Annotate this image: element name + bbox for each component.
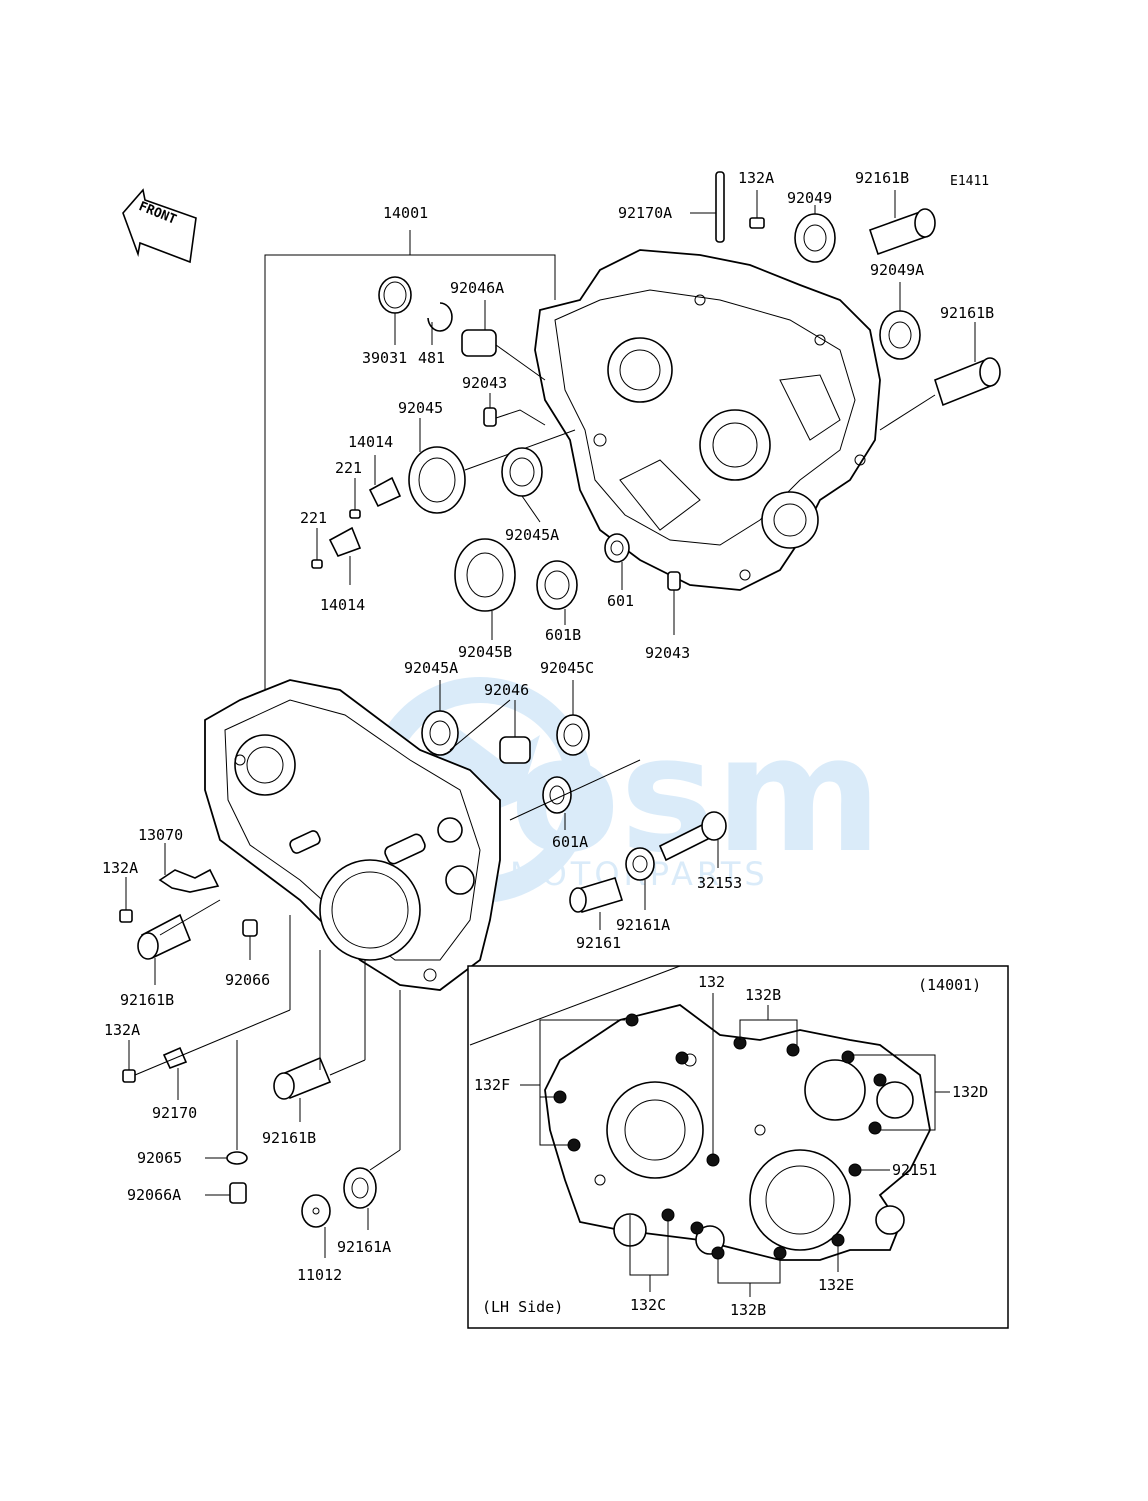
part-32153[interactable]	[658, 811, 727, 868]
part-92045A-a[interactable]	[501, 447, 543, 523]
part-92045B[interactable]	[454, 538, 516, 640]
part-92065[interactable]	[205, 1040, 248, 1165]
label-132C: 132C	[630, 1296, 666, 1314]
part-39031[interactable]	[378, 276, 412, 345]
part-92046[interactable]	[499, 700, 531, 764]
part-92161A-a[interactable]	[625, 847, 655, 910]
label-601: 601	[607, 592, 634, 610]
part-14014-a[interactable]	[368, 455, 402, 508]
label-92045C: 92045C	[540, 659, 594, 677]
label-92161: 92161	[576, 934, 621, 952]
label-92045B: 92045B	[458, 643, 512, 661]
part-132A-left[interactable]	[119, 877, 133, 923]
inset-side: (LH Side)	[482, 1298, 563, 1316]
part-11012[interactable]	[301, 1194, 331, 1258]
label-481: 481	[418, 349, 445, 367]
leader-lines	[134, 699, 641, 1076]
part-92045C[interactable]	[556, 680, 590, 756]
label-32153: 32153	[697, 874, 742, 892]
label-221-b: 221	[300, 509, 327, 527]
part-132A-bottom[interactable]	[122, 1040, 136, 1083]
label-92046: 92046	[484, 681, 529, 699]
part-14014-b[interactable]	[328, 526, 362, 585]
label-132A-left: 132A	[102, 859, 138, 877]
label-221-a: 221	[335, 459, 362, 477]
label-14014-a: 14014	[348, 433, 393, 451]
label-13070: 13070	[138, 826, 183, 844]
part-92161B-right[interactable]	[879, 322, 1001, 431]
part-92170A[interactable]	[690, 171, 725, 243]
part-132A-top[interactable]	[749, 190, 765, 229]
part-92046A[interactable]	[461, 300, 546, 381]
bracket-14001	[264, 230, 556, 700]
label-132B-top: 132B	[745, 986, 781, 1004]
label-132E: 132E	[818, 1276, 854, 1294]
label-92049: 92049	[787, 189, 832, 207]
label-92161B-left: 92161B	[120, 991, 174, 1009]
part-601A[interactable]	[542, 776, 572, 830]
label-14014-b: 14014	[320, 596, 365, 614]
part-481[interactable]	[427, 302, 453, 345]
label-92161B-right: 92161B	[940, 304, 994, 322]
label-132B-bottom: 132B	[730, 1301, 766, 1319]
label-92161B-top: 92161B	[855, 169, 909, 187]
part-92043-a[interactable]	[483, 393, 546, 427]
part-92066[interactable]	[242, 919, 258, 960]
inset-lh-side: (14001) (LH Side)	[467, 965, 1009, 1329]
label-14001: 14001	[383, 204, 428, 222]
label-132A-top: 132A	[738, 169, 774, 187]
label-92161B-bottom: 92161B	[262, 1129, 316, 1147]
label-92066A: 92066A	[127, 1186, 181, 1204]
label-92045: 92045	[398, 399, 443, 417]
label-92049A: 92049A	[870, 261, 924, 279]
part-92161[interactable]	[569, 877, 624, 930]
label-11012: 11012	[297, 1266, 342, 1284]
inset-ref: (14001)	[918, 976, 981, 994]
part-92170[interactable]	[162, 1046, 188, 1100]
part-92066A[interactable]	[205, 1182, 247, 1204]
part-221-b[interactable]	[311, 528, 323, 569]
label-92065: 92065	[137, 1149, 182, 1167]
part-92043-b[interactable]	[667, 571, 681, 635]
inset-bolts	[553, 1013, 887, 1260]
label-132A-bottom: 132A	[104, 1021, 140, 1039]
label-601A: 601A	[552, 833, 588, 851]
part-92161B-bottom[interactable]	[273, 1056, 332, 1122]
label-92046A: 92046A	[450, 279, 504, 297]
part-13070[interactable]	[158, 843, 220, 893]
part-92045[interactable]	[408, 418, 576, 514]
front-arrow-icon: FRONT	[122, 188, 197, 264]
label-132: 132	[698, 973, 725, 991]
left-crankcase-half	[204, 679, 501, 991]
inset-leaders	[520, 993, 950, 1297]
part-92049A[interactable]	[879, 282, 921, 360]
diagram-code: E1411	[950, 174, 989, 189]
label-92066: 92066	[225, 971, 270, 989]
label-92043-b: 92043	[645, 644, 690, 662]
label-92161A-b: 92161A	[337, 1238, 391, 1256]
label-92045A-a: 92045A	[505, 526, 559, 544]
label-92161A-a: 92161A	[616, 916, 670, 934]
label-92043-a: 92043	[462, 374, 507, 392]
label-92170: 92170	[152, 1104, 197, 1122]
part-92161A-b[interactable]	[343, 990, 401, 1230]
label-132D: 132D	[952, 1083, 988, 1101]
part-601[interactable]	[604, 533, 630, 590]
part-92049[interactable]	[794, 205, 836, 263]
label-132F: 132F	[474, 1076, 510, 1094]
label-39031: 39031	[362, 349, 407, 367]
part-92161B-left[interactable]	[137, 913, 192, 985]
part-221-a[interactable]	[349, 478, 361, 519]
part-601B[interactable]	[536, 560, 578, 625]
label-601B: 601B	[545, 626, 581, 644]
part-92161B-top[interactable]	[868, 190, 936, 256]
label-92170A: 92170A	[618, 204, 672, 222]
part-92045A-b[interactable]	[421, 680, 459, 756]
label-92045A-b: 92045A	[404, 659, 458, 677]
right-crankcase-half	[534, 249, 881, 591]
label-92151: 92151	[892, 1161, 937, 1179]
